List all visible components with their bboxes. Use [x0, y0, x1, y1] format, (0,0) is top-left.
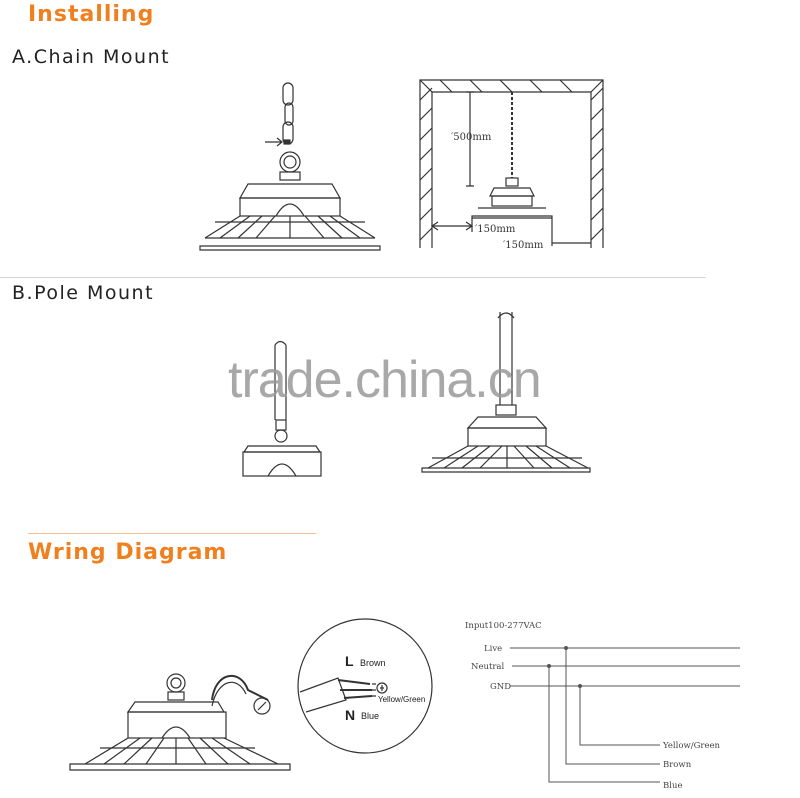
label-brown: Brown	[360, 658, 386, 668]
wiring-schematic	[510, 646, 740, 783]
schematic-yellow-green: Yellow/Green	[662, 741, 721, 751]
wiring-heading: Wring Diagram	[28, 540, 228, 565]
schematic-neutral: Neutral	[471, 662, 504, 672]
room-diagram	[419, 79, 604, 248]
watermark: trade.china.cn	[228, 351, 542, 409]
label-L: L	[345, 653, 354, 669]
label-N: N	[345, 707, 355, 723]
installing-heading: Installing	[28, 2, 155, 27]
dim-500: ′500mm	[451, 132, 492, 143]
divider	[0, 277, 706, 278]
schematic-gnd: GND	[490, 682, 511, 692]
wiring-lamp	[69, 673, 291, 771]
pole-mount-lamp-side	[242, 340, 322, 477]
wiring-divider	[28, 533, 316, 534]
chain-mount-lamp	[199, 82, 381, 251]
dim-150-left: ′150mm	[475, 224, 516, 235]
schematic-input: Input100-277VAC	[465, 621, 542, 631]
label-blue: Blue	[361, 711, 379, 721]
connector-detail	[297, 618, 433, 754]
label-yellow-green: Yellow/Green	[378, 695, 425, 704]
schematic-blue: Blue	[663, 781, 682, 791]
dim-150-right: ′150mm	[503, 240, 544, 251]
schematic-brown: Brown	[663, 760, 692, 770]
pole-mount-lamp-front	[421, 312, 591, 473]
pole-mount-heading: B.Pole Mount	[12, 282, 155, 304]
chain-mount-heading: A.Chain Mount	[12, 46, 171, 68]
schematic-live: Live	[484, 644, 502, 654]
